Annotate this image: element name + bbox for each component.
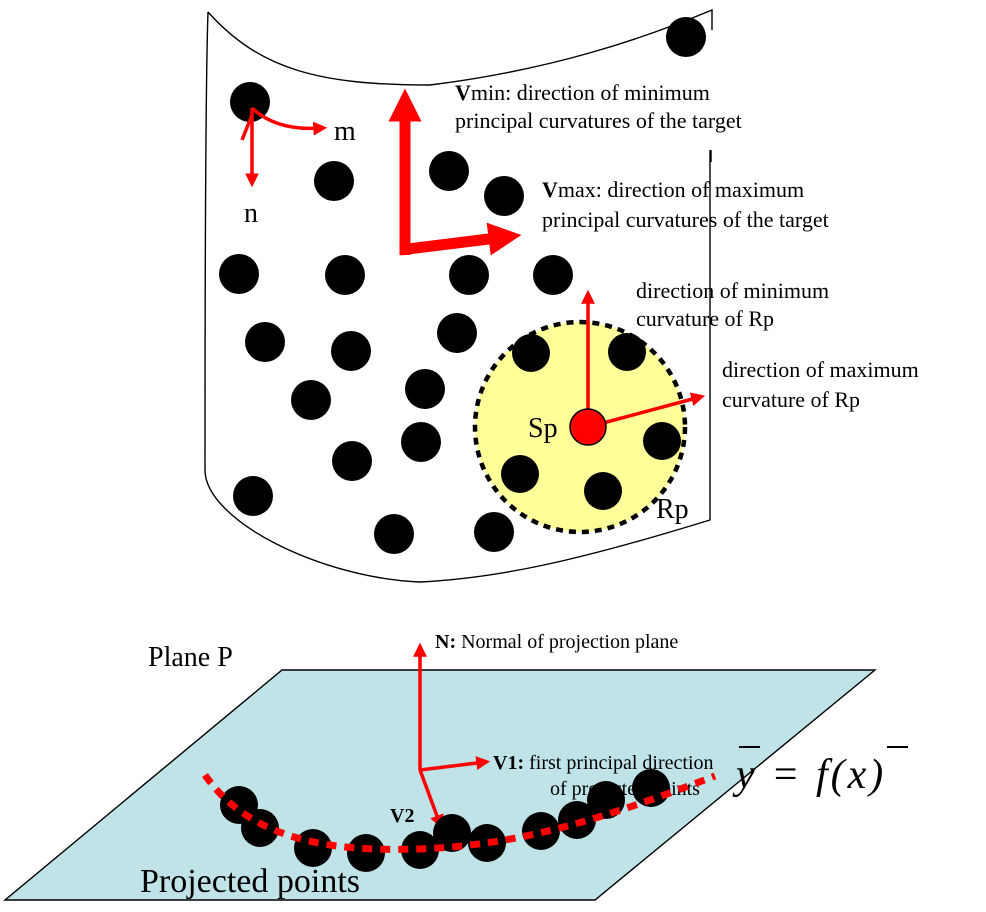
normal-bold: N: bbox=[435, 631, 456, 653]
surface-point bbox=[325, 255, 365, 295]
label-n: n bbox=[244, 198, 258, 229]
rp-point bbox=[643, 422, 681, 460]
vmax-label-line1: Vmax: direction of maximum bbox=[542, 177, 804, 202]
surface-point bbox=[474, 512, 514, 552]
rp-point bbox=[608, 333, 646, 371]
m-arrow bbox=[250, 106, 328, 136]
surface-point bbox=[405, 369, 445, 409]
vmax-rest: max: direction of maximum bbox=[558, 177, 804, 202]
v1-label-line1: V1: first principal direction bbox=[493, 752, 714, 774]
rp-min-label-line1: direction of minimum bbox=[636, 278, 829, 303]
vmin-bold: V bbox=[455, 80, 471, 105]
projected-point bbox=[433, 814, 471, 852]
surface-point bbox=[332, 441, 372, 481]
rp-max-label-line1: direction of maximum bbox=[722, 357, 919, 382]
vmax-bold: V bbox=[542, 177, 558, 202]
v1-label-line2: of projected points bbox=[550, 778, 700, 800]
plane-axes bbox=[413, 642, 491, 829]
surface-point bbox=[230, 82, 270, 122]
local-frame-mn: m n bbox=[240, 106, 356, 229]
projected-point bbox=[294, 829, 332, 867]
equation: y = f(x) bbox=[732, 746, 908, 798]
projection-plane bbox=[3, 669, 877, 901]
sp-point bbox=[569, 408, 607, 446]
n-arrow-stub bbox=[240, 114, 254, 141]
target-surface bbox=[204, 8, 713, 583]
surface-point bbox=[314, 161, 354, 201]
rp-max-arrow bbox=[587, 392, 706, 429]
rp-min-label-line2: curvature of Rp bbox=[636, 306, 774, 331]
fit-equation: y = f(x) bbox=[732, 752, 886, 798]
surface-point bbox=[401, 422, 441, 462]
rp-label: Rp bbox=[656, 494, 689, 525]
v1-bold: V1: bbox=[493, 752, 524, 774]
vmin-rest: min: direction of minimum bbox=[471, 80, 710, 105]
vmax-label-line2: principal curvatures of the target bbox=[542, 207, 829, 232]
surface-point bbox=[484, 176, 524, 216]
surface-point bbox=[233, 476, 273, 516]
surface-point bbox=[331, 331, 371, 371]
fitted-curve bbox=[202, 772, 717, 853]
vmin-label-line2: principal curvatures of the target bbox=[455, 108, 742, 133]
rp-point bbox=[512, 334, 550, 372]
surface-point bbox=[533, 255, 573, 295]
surface-point bbox=[291, 380, 331, 420]
projected-point bbox=[468, 824, 506, 862]
surface-point bbox=[437, 313, 477, 353]
projected-point bbox=[347, 834, 385, 872]
region-rp: Sp Rp bbox=[472, 289, 706, 535]
rp-max-label-line2: curvature of Rp bbox=[722, 387, 860, 412]
v1-arrow bbox=[419, 756, 491, 772]
projected-point bbox=[632, 769, 670, 807]
surface-points bbox=[219, 17, 706, 554]
surface-point bbox=[245, 322, 285, 362]
normal-rest: Normal of projection plane bbox=[456, 631, 678, 653]
rp-point bbox=[584, 472, 622, 510]
label-m: m bbox=[334, 116, 356, 147]
surface-point bbox=[666, 17, 706, 57]
v2-label: V2 bbox=[390, 805, 414, 827]
sp-label: Sp bbox=[528, 413, 558, 444]
projected-points-label: Projected points bbox=[140, 863, 360, 900]
surface-point bbox=[219, 254, 259, 294]
surface-point bbox=[374, 514, 414, 554]
principal-direction-arrows bbox=[388, 88, 522, 256]
surface-outline bbox=[204, 8, 713, 583]
plane-title: Plane P bbox=[148, 642, 233, 673]
vmax-arrow bbox=[399, 222, 522, 256]
vmin-label-line1: Vmin: direction of minimum bbox=[455, 80, 710, 105]
surface-point bbox=[429, 151, 469, 191]
rp-point bbox=[501, 455, 539, 493]
v1-rest: first principal direction bbox=[524, 752, 713, 774]
normal-label: N: Normal of projection plane bbox=[435, 631, 678, 653]
surface-point bbox=[449, 255, 489, 295]
v2-arrow bbox=[418, 769, 444, 829]
